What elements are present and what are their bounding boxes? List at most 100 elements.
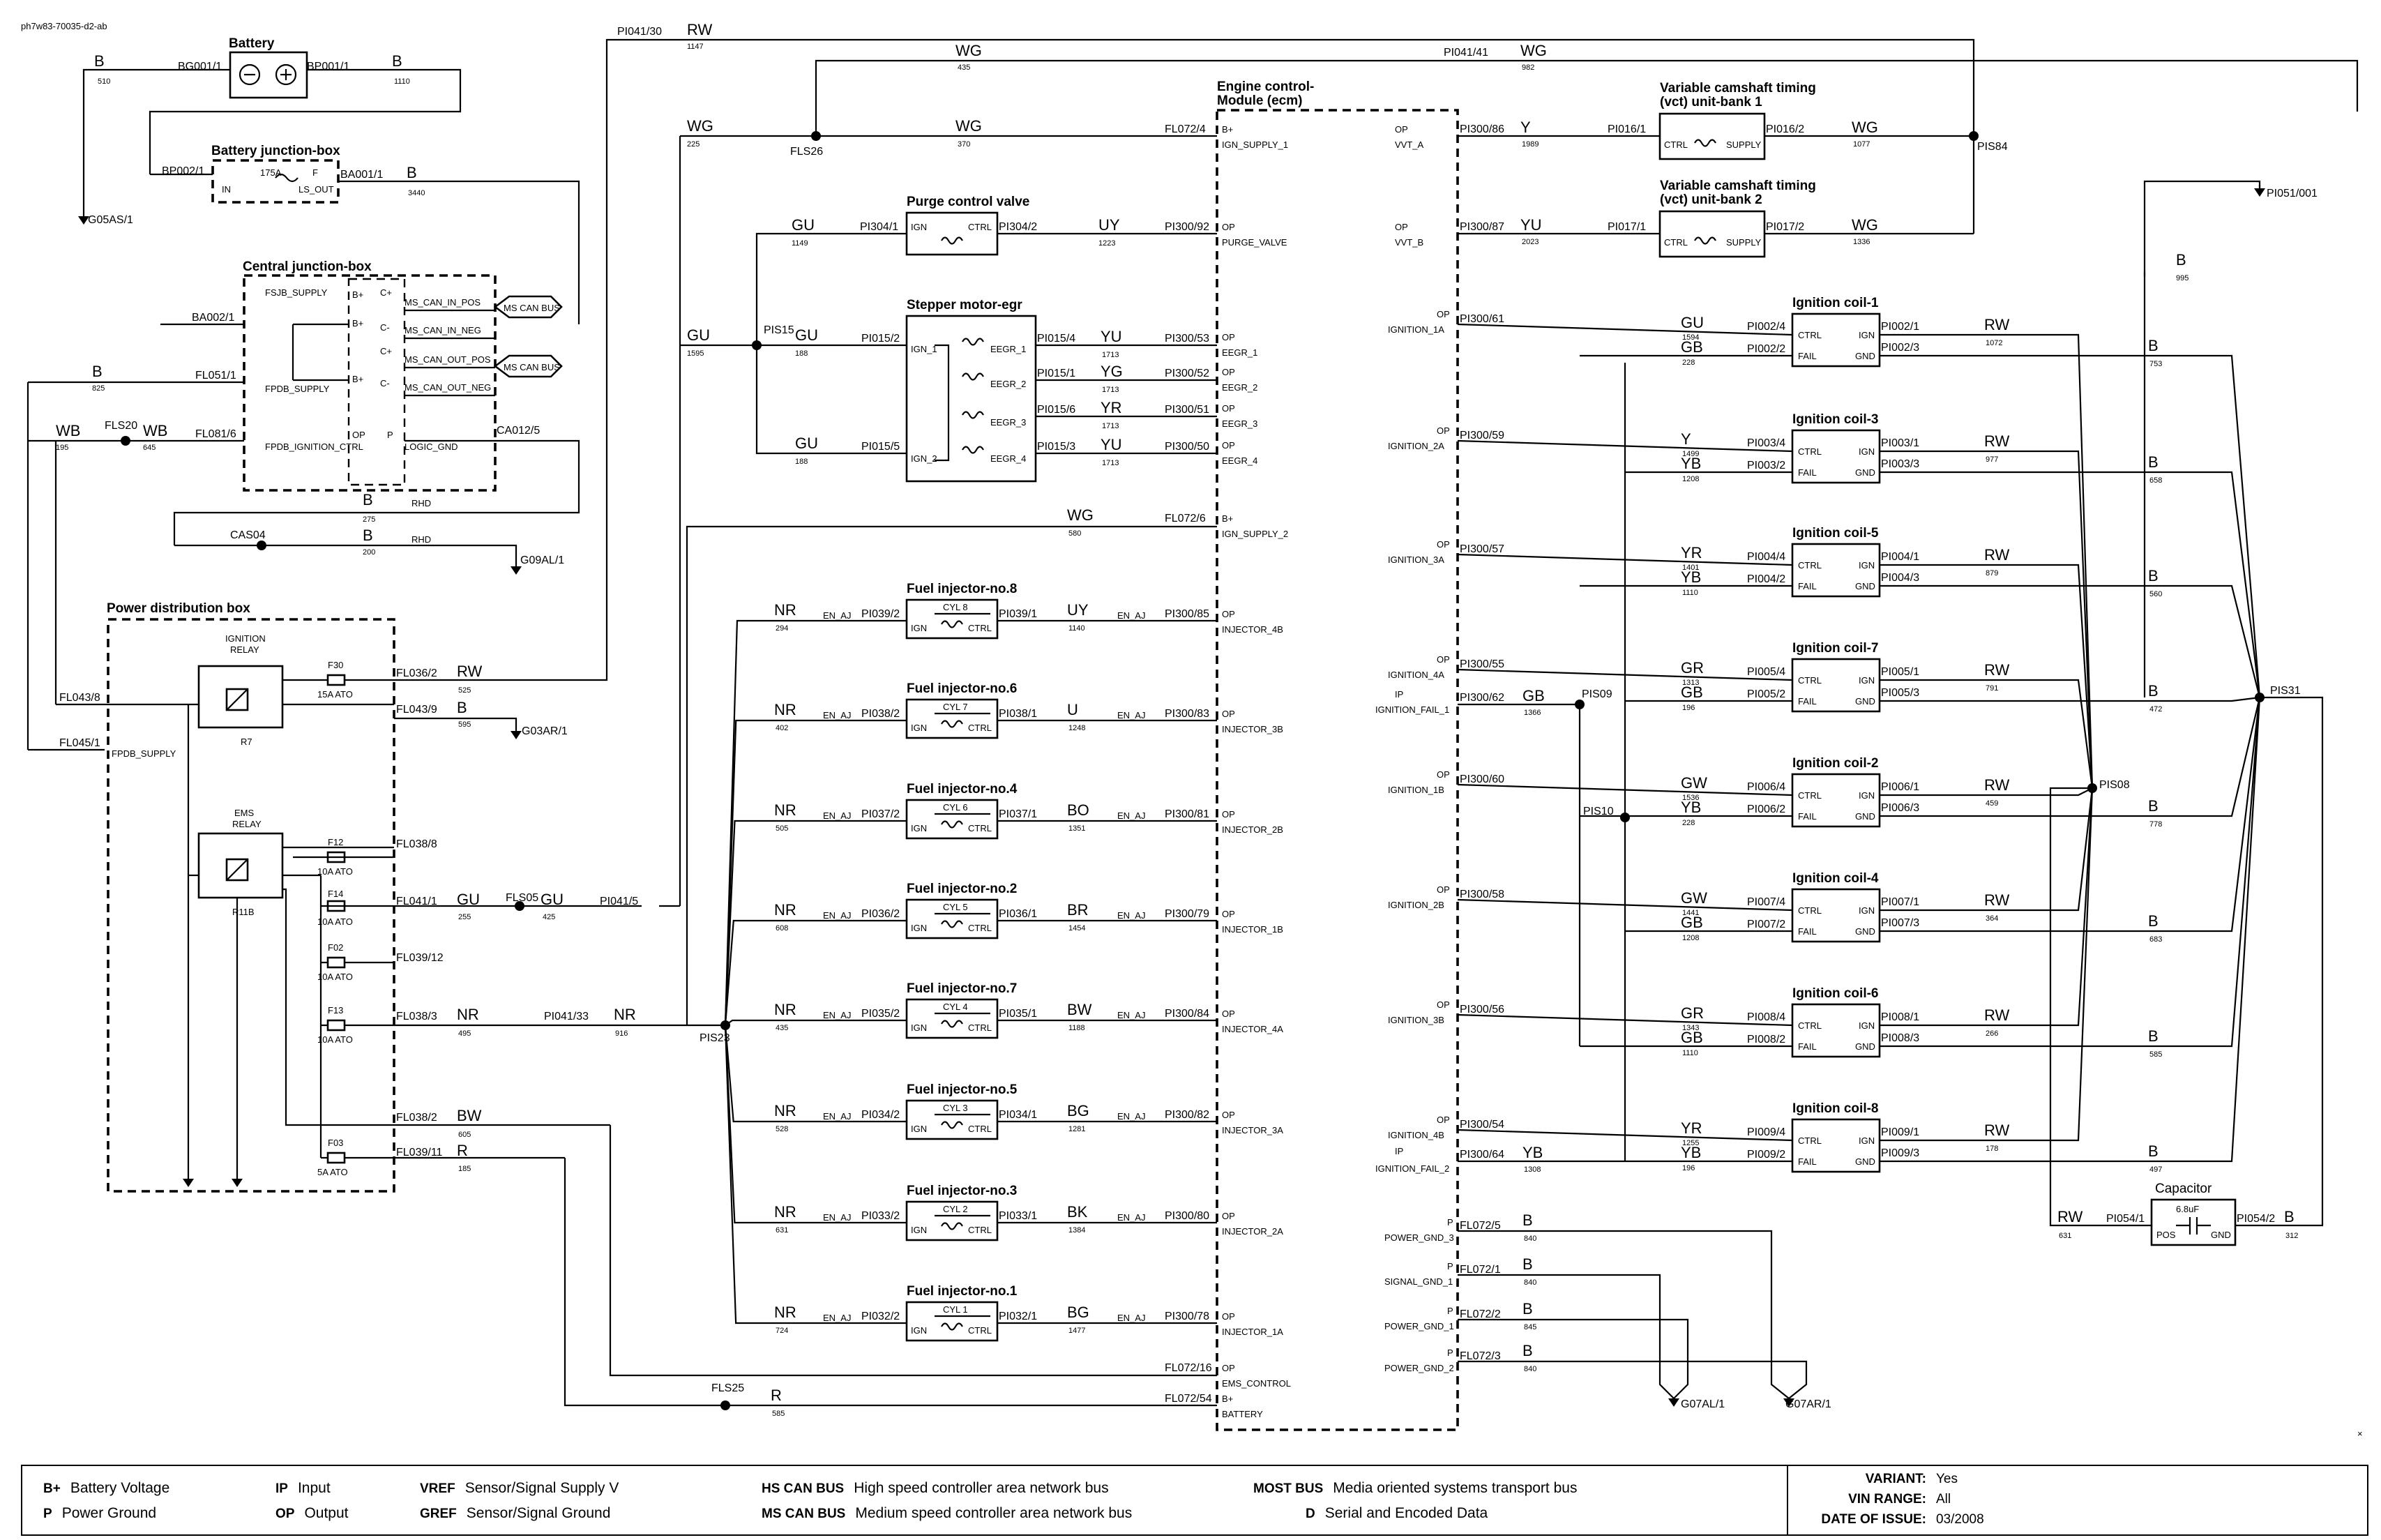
engine-control-module[interactable]: Engine control- Module (ecm) B+ IGN_SUPP… [564,80,1459,1431]
svg-text:EN_AJ: EN_AJ [823,1313,851,1323]
svg-text:NR: NR [774,701,796,718]
svg-text:GB: GB [1681,914,1703,931]
svg-text:OP: OP [1437,999,1450,1010]
svg-text:R7: R7 [241,737,252,747]
vct-unit-bank-2[interactable]: Variable camshaft timing (vct) unit-bank… [1395,179,1974,258]
svg-text:CTRL: CTRL [968,1325,992,1336]
svg-text:1223: 1223 [1098,239,1115,248]
svg-text:495: 495 [458,1029,471,1038]
battery[interactable] [229,51,308,99]
svg-text:PI006/3: PI006/3 [1881,802,1919,814]
svg-text:FLS20: FLS20 [105,420,137,432]
purge-control-valve[interactable]: Purge control valve IGN CTRL PI304/1 GU … [755,195,1217,455]
svg-text:WG: WG [1852,119,1878,136]
svg-text:FL072/1: FL072/1 [1460,1264,1501,1276]
svg-text:G03AR/1: G03AR/1 [522,725,568,737]
ms-can-bus-connector-in[interactable] [493,295,563,319]
ms-can-bus-connector-out[interactable] [493,354,563,378]
svg-text:WB: WB [143,422,167,439]
ignition-coil-3[interactable]: Ignition coil-5CTRLFAILIGNGNDOPIGNITION_… [1388,526,2261,789]
svg-text:(vct) unit-bank 2: (vct) unit-bank 2 [1660,192,1762,207]
svg-text:510: 510 [98,77,110,86]
svg-text:PI054/2: PI054/2 [2237,1213,2275,1225]
svg-text:GU: GU [541,891,564,908]
svg-text:F30: F30 [328,660,343,670]
ignition-coil-8[interactable]: Ignition coil-8CTRLFAILIGNGNDOPIGNITION_… [1388,697,2261,1174]
ignition-coil-2[interactable]: Ignition coil-3CTRLFAILIGNGNDOPIGNITION_… [1388,412,2261,789]
svg-text:1072: 1072 [1986,339,2002,347]
svg-text:INJECTOR_2B: INJECTOR_2B [1222,824,1283,835]
capacitor[interactable]: Capacitor 6.8uF POS GND PI054/1 RW 631 P… [2049,696,2324,1246]
svg-text:PIS84: PIS84 [1977,141,2008,153]
svg-text:BG: BG [1067,1102,1089,1119]
svg-text:364: 364 [1986,914,1998,923]
svg-text:NR: NR [774,801,796,819]
svg-text:VVT_A: VVT_A [1395,139,1424,150]
svg-text:PIS09: PIS09 [1582,688,1612,700]
svg-text:PI300/56: PI300/56 [1460,1004,1504,1016]
svg-text:FLS26: FLS26 [790,146,823,158]
vct-unit-bank-1[interactable]: Variable camshaft timing (vct) unit-bank… [1395,81,1974,160]
svg-text:1149: 1149 [792,239,808,248]
svg-text:INJECTOR_1A: INJECTOR_1A [1222,1327,1283,1337]
svg-text:FL038/3: FL038/3 [396,1011,437,1022]
svg-text:NR: NR [774,601,796,619]
ignition-coil-6[interactable]: Ignition coil-4CTRLFAILIGNGNDOPIGNITION_… [1388,697,2261,944]
svg-text:YB: YB [1681,799,1701,816]
svg-text:1336: 1336 [1853,238,1870,246]
ignition-coil-4[interactable]: Ignition coil-7CTRLFAILIGNGNDOPIGNITION_… [1388,641,2260,789]
svg-text:10A ATO: 10A ATO [317,972,353,982]
svg-text:1989: 1989 [1522,140,1539,149]
splice-fls25 [720,1401,730,1410]
svg-text:EN_AJ: EN_AJ [823,1212,851,1223]
svg-text:585: 585 [2149,1050,2162,1059]
svg-text:CTRL: CTRL [1798,446,1822,457]
svg-text:PI300/52: PI300/52 [1165,368,1209,379]
stepper-motor-egr[interactable]: Stepper motor-egr IGN_1 IGN_2 EEGR_1 EEG… [680,298,1217,483]
svg-text:FAIL: FAIL [1798,926,1817,937]
svg-text:266: 266 [1986,1029,1998,1038]
svg-text:FAIL: FAIL [1798,811,1817,822]
svg-text:Fuel injector-no.7: Fuel injector-no.7 [907,981,1017,996]
svg-text:IGN_SUPPLY_2: IGN_SUPPLY_2 [1222,529,1288,539]
svg-text:175A: 175A [260,167,282,178]
svg-text:MS_CAN_IN_NEG: MS_CAN_IN_NEG [405,325,481,335]
svg-text:WG: WG [955,42,982,59]
ignition-coil-5[interactable]: Ignition coil-2CTRLFAILIGNGNDOPIGNITION_… [1388,697,2261,829]
svg-text:P: P [1447,1217,1453,1228]
svg-text:RELAY: RELAY [230,644,259,655]
power-distribution-box: Power distribution box FL043/8 FL045/1 F… [27,382,725,1193]
svg-text:PI006/2: PI006/2 [1747,803,1785,815]
injector-coil-icon [941,1020,963,1028]
svg-text:VVT_B: VVT_B [1395,237,1423,248]
date-of-issue-row: DATE OF ISSUE:03/2008 [1821,1512,1984,1527]
svg-text:Ignition coil-7: Ignition coil-7 [1792,641,1879,656]
svg-text:OP: OP [1222,367,1235,377]
svg-text:B: B [2148,567,2159,584]
svg-text:Variable camshaft timing: Variable camshaft timing [1660,81,1816,96]
svg-text:B: B [92,363,103,380]
ignition-coil-7[interactable]: Ignition coil-6CTRLFAILIGNGNDOPIGNITION_… [1388,697,2261,1059]
ignition-coil-1[interactable]: Ignition coil-1CTRLFAILIGNGNDOPIGNITION_… [1388,296,2261,789]
svg-text:CAS04: CAS04 [230,529,266,541]
svg-text:RW: RW [1984,316,2009,333]
svg-text:5A ATO: 5A ATO [317,1167,348,1177]
svg-text:IGN: IGN [1859,1020,1875,1031]
svg-text:228: 228 [1682,358,1695,367]
svg-text:PI006/4: PI006/4 [1747,781,1785,793]
